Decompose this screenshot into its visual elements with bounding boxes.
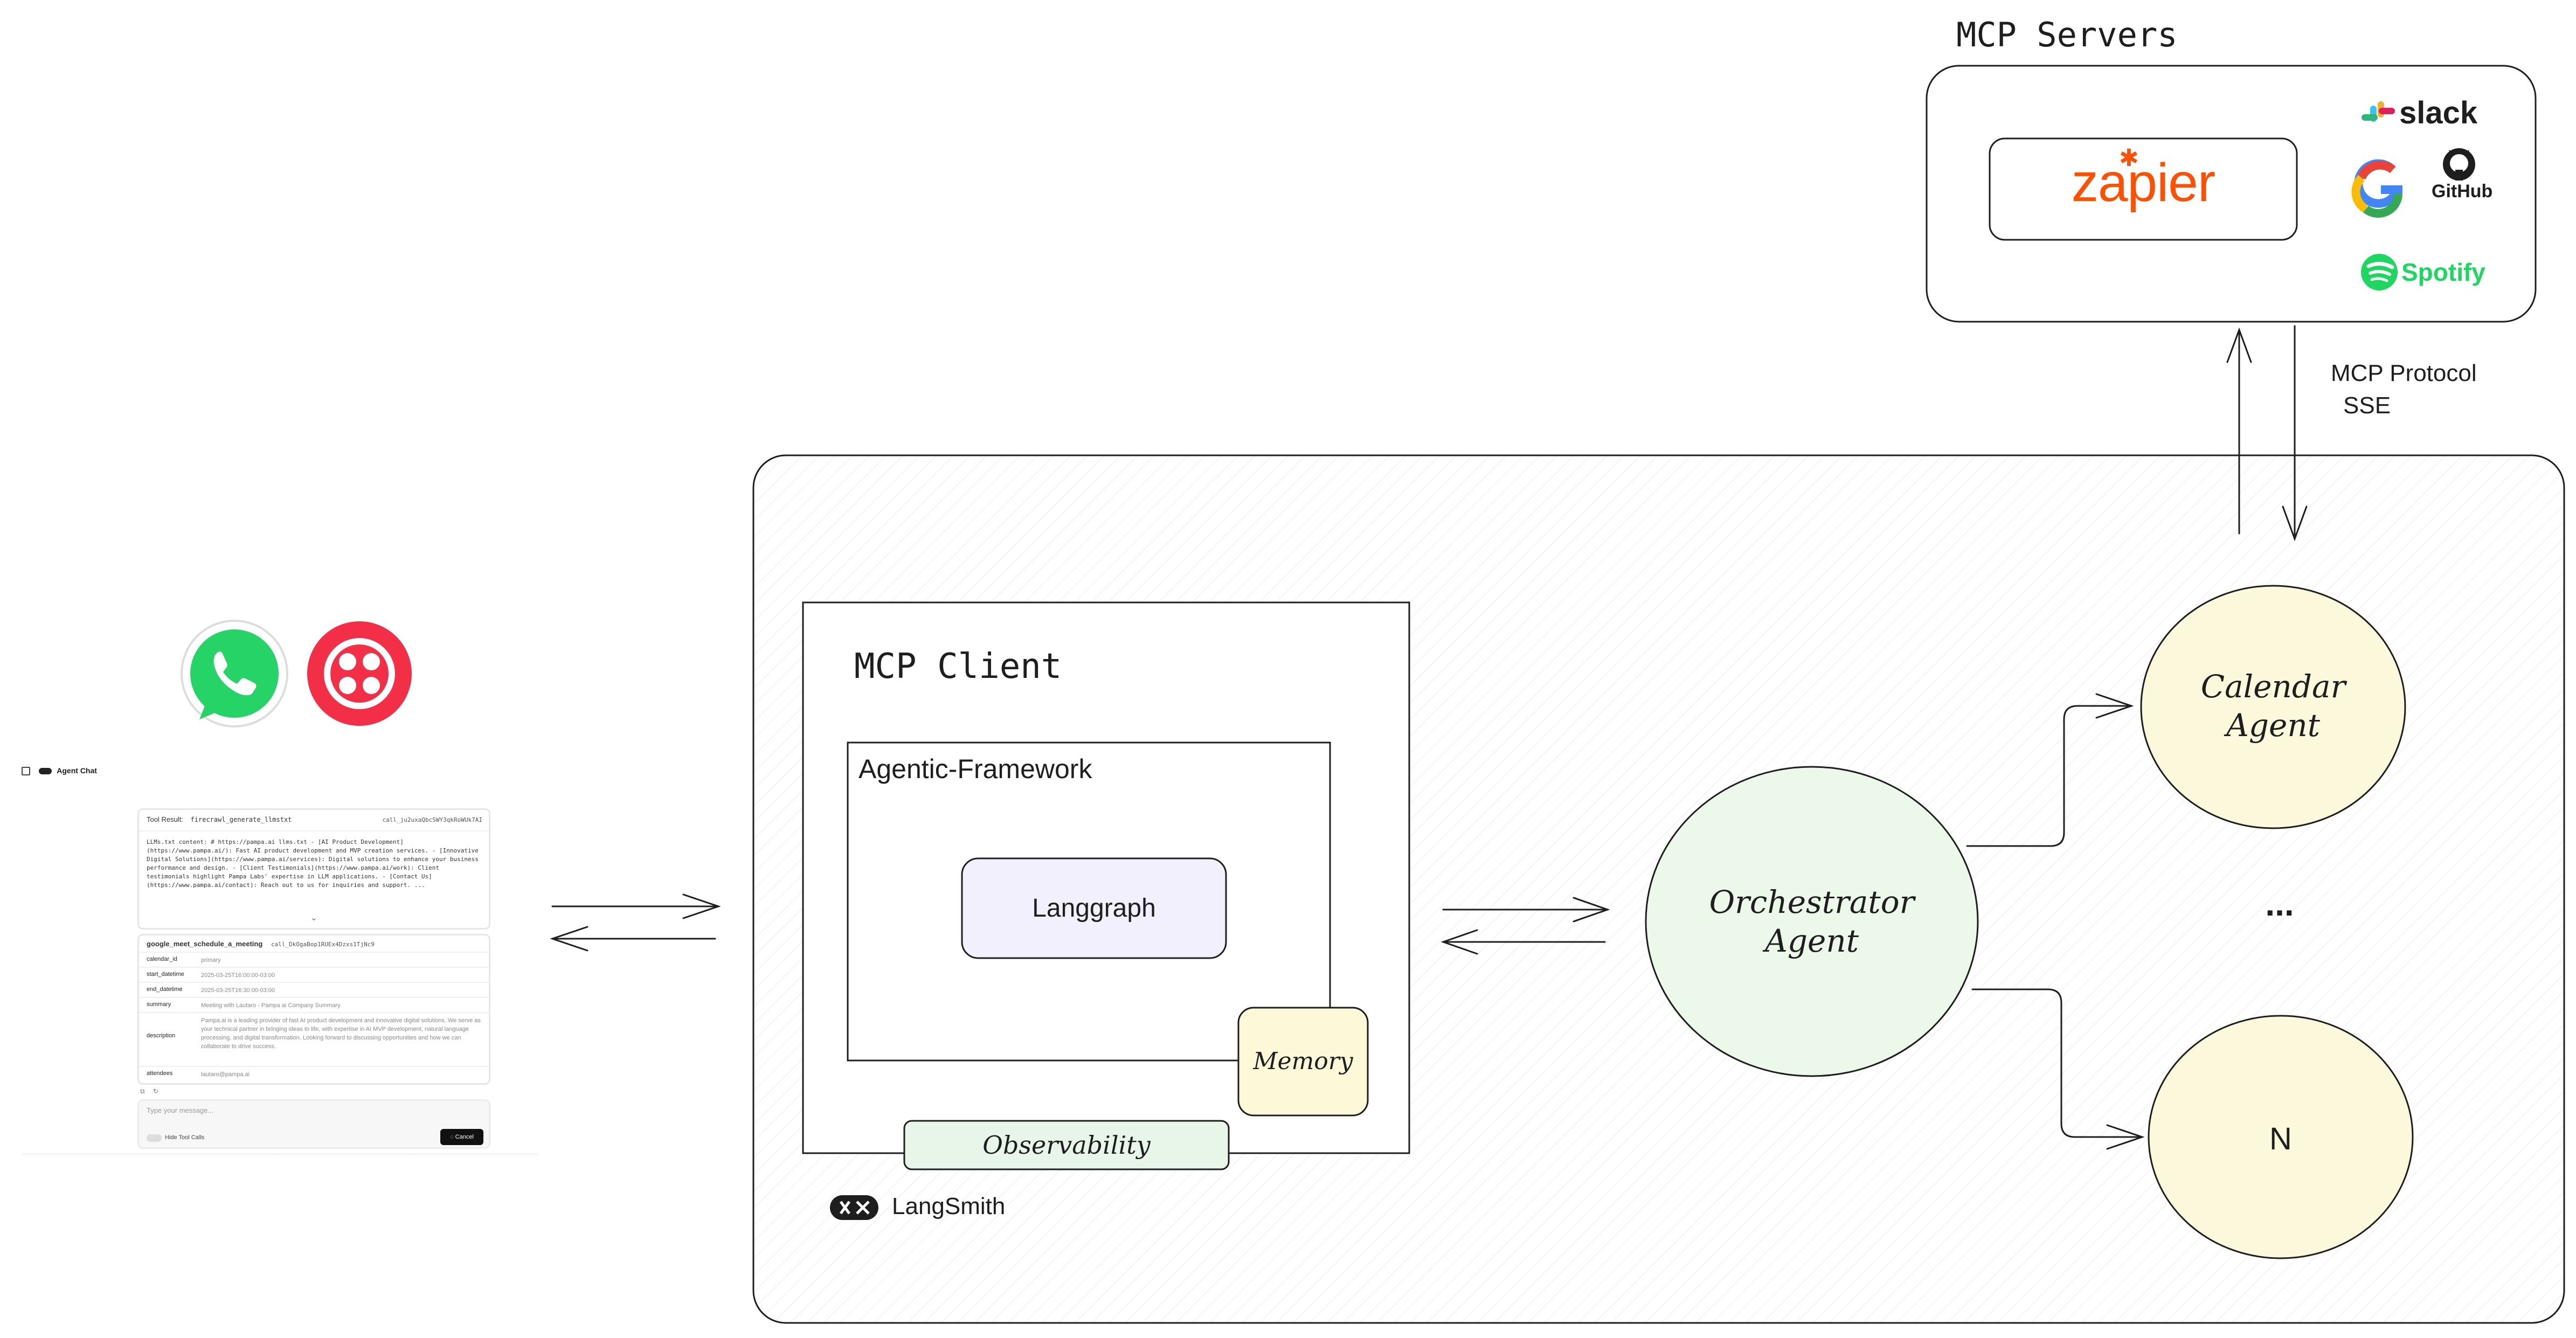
zapier-logo: zapier [2071, 152, 2215, 213]
github-wordmark: GitHub [2432, 181, 2493, 202]
meeting-tool-card: google_meet_schedule_a_meeting call_DkOg… [137, 934, 490, 1085]
refresh-icon[interactable]: ↻ [153, 1087, 159, 1095]
agent-chat-logo-icon [38, 768, 52, 775]
calendar-label-line2: Agent [2226, 707, 2320, 744]
memory-label: Memory [1253, 1048, 1353, 1075]
message-input[interactable]: Type your message... [147, 1106, 214, 1114]
tool-result-header: Tool Result: firecrawl_generate_llmstxt [147, 815, 292, 823]
hide-tool-calls-toggle[interactable] [147, 1134, 162, 1142]
tool-result-id: call_ju2uxaQbcSWY3qkRoWUk7AI [382, 816, 482, 823]
chat-title: Agent Chat [57, 766, 97, 775]
slack-icon [2362, 101, 2395, 122]
chat-bottom-shadow [22, 1153, 539, 1156]
spotify-icon [2361, 254, 2398, 290]
tool-result-name: firecrawl_generate_llmstxt [190, 816, 292, 823]
agent-chat-panel: Agent Chat Tool Result: firecrawl_genera… [0, 754, 539, 1164]
langsmith-label: LangSmith [892, 1193, 1006, 1219]
meeting-tool-name: google_meet_schedule_a_meeting [147, 940, 263, 948]
agentic-framework-title: Agentic-Framework [858, 754, 1092, 784]
cancel-label: Cancel [455, 1134, 474, 1140]
tool-result-body: LLMs.txt content: # https://pampa.ai llm… [147, 838, 479, 889]
meeting-header: google_meet_schedule_a_meeting call_DkOg… [147, 940, 375, 948]
observability-label: Observability [982, 1131, 1151, 1160]
protocol-label-line1: MCP Protocol [2331, 360, 2477, 386]
expand-chevron-icon[interactable]: ⌄ [310, 913, 318, 923]
twilio-icon [307, 621, 412, 726]
whatsapp-icon [181, 620, 288, 727]
orchestrator-circle [1645, 766, 1979, 1077]
orchestrator-label-line1: Orchestrator [1709, 884, 1915, 920]
mcp-client-title: MCP Client [854, 647, 1062, 687]
calendar-label-line1: Calendar [2200, 668, 2346, 705]
spotify-wordmark: Spotify [2401, 258, 2485, 286]
message-composer: Type your message... Hide Tool Calls ◌ C… [137, 1099, 490, 1149]
client-orchestrator-arrows [1441, 897, 1610, 955]
langgraph-label: Langgraph [1032, 894, 1156, 923]
chat-header: Agent Chat [22, 766, 97, 776]
tool-result-card: Tool Result: firecrawl_generate_llmstxt … [137, 808, 490, 930]
chat-client-arrows [550, 893, 721, 952]
orchestrator-label-line2: Agent [1765, 923, 1859, 959]
cancel-button[interactable]: ◌ Cancel [440, 1129, 483, 1145]
google-icon [2351, 159, 2402, 218]
tool-result-label: Tool Result: [147, 815, 183, 823]
meeting-tool-id: call_DkOgaBop1RUEx4Dzxs1TjNc9 [271, 941, 375, 948]
mcp-servers-title: MCP Servers [1956, 15, 2178, 54]
slack-wordmark: slack [2399, 95, 2478, 130]
hide-tool-calls-label: Hide Tool Calls [165, 1134, 205, 1141]
copy-icon[interactable]: ⧉ [140, 1087, 145, 1095]
orchestrator-n-arrow [1971, 988, 2145, 1150]
zapier-asterisk: ✱ [2119, 145, 2139, 171]
sidebar-toggle-icon[interactable] [22, 767, 30, 776]
langsmith-logo-icon [830, 1195, 878, 1220]
orchestrator-calendar-arrow [1966, 693, 2134, 847]
n-agent-label: N [2269, 1121, 2292, 1156]
github-icon [2443, 148, 2475, 181]
protocol-arrows [2226, 325, 2308, 542]
ellipsis-more-agents: ... [2265, 884, 2294, 923]
protocol-label-line2: SSE [2343, 392, 2391, 419]
cancel-spinner-icon: ◌ [450, 1134, 455, 1140]
